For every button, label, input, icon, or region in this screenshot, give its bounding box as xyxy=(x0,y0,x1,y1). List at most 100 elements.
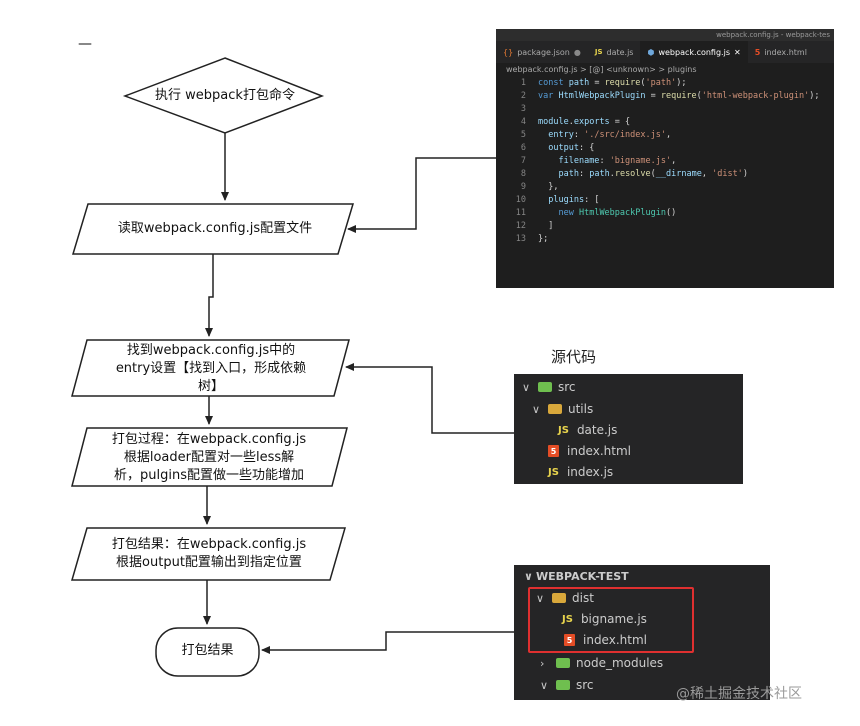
html-icon: 5 xyxy=(548,445,559,457)
tree-item-index-html[interactable]: 5 index.html xyxy=(548,441,631,461)
arrow-editor-step1 xyxy=(347,157,496,233)
highlight-box xyxy=(528,587,694,653)
step3-label: 打包过程：在webpack.config.js 根据loader配置对一些les… xyxy=(78,430,340,486)
code-line: 7 filename: 'bigname.js', xyxy=(520,156,677,166)
code-line: 5 entry: './src/index.js', xyxy=(520,130,672,140)
chevron-down-icon: ∨ xyxy=(524,569,533,583)
step4-box xyxy=(71,527,346,581)
tree-item-date-js[interactable]: JS date.js xyxy=(558,420,617,440)
chevron-down-icon: ∨ xyxy=(540,678,549,692)
code-line: 12 ] xyxy=(515,221,554,231)
tree-label: bigname.js xyxy=(580,612,647,626)
src-file-tree: ∨ src ∨ utils JS date.js 5 index.html JS… xyxy=(514,374,743,484)
js-icon: JS xyxy=(558,424,569,436)
step4-label: 打包结果：在webpack.config.js 根据output配置输出到指定位… xyxy=(78,532,340,576)
tab-date-js[interactable]: JS date.js xyxy=(588,41,641,63)
step2-box xyxy=(71,339,350,397)
editor-titlebar: webpack.config.js - webpack-tes xyxy=(496,29,834,41)
tree-item-index-html[interactable]: 5 index.html xyxy=(564,630,647,650)
code-line: 3 xyxy=(520,104,526,114)
step2-line1: 找到webpack.config.js中的 xyxy=(126,343,296,358)
end-box xyxy=(155,627,260,677)
tree-item-node-modules[interactable]: › node_modules xyxy=(540,653,663,673)
tree-label: utils xyxy=(568,402,594,416)
tree-label: dist xyxy=(572,591,594,605)
project-file-tree: ∨ WEBPACK-TEST ∨ dist JS bigname.js 5 in… xyxy=(514,565,770,700)
start-label: 执行 webpack打包命令 xyxy=(155,88,295,103)
tab-webpack-config[interactable]: ⬢ webpack.config.js ✕ xyxy=(640,41,748,63)
chevron-right-icon: › xyxy=(540,656,545,670)
step3-box xyxy=(71,427,348,487)
step2-label: 找到webpack.config.js中的 entry设置【找到入口，形成依赖 … xyxy=(80,342,342,396)
folder-icon xyxy=(552,593,566,603)
dash-mark: — xyxy=(78,36,92,52)
code-line: 13}; xyxy=(515,234,549,244)
explorer-header: ∨ WEBPACK-TEST xyxy=(524,567,629,585)
tab-package-json[interactable]: {} package.json ● xyxy=(496,41,588,63)
project-title: WEBPACK-TEST xyxy=(536,569,629,583)
folder-icon xyxy=(548,404,562,414)
code-editor-screenshot: webpack.config.js - webpack-tes {} packa… xyxy=(496,29,834,288)
tab-label: webpack.config.js xyxy=(658,47,730,57)
tab-index-html[interactable]: 5 index.html xyxy=(748,41,814,63)
tree-label: index.js xyxy=(566,465,614,479)
chevron-down-icon: ∨ xyxy=(522,380,531,394)
step4-line1: 打包结果：在webpack.config.js xyxy=(111,537,307,552)
step1-box xyxy=(71,203,355,255)
step3-line3: 析，pulgins配置做一些功能增加 xyxy=(114,468,304,483)
folder-icon xyxy=(556,658,570,668)
tree-item-dist[interactable]: ∨ dist xyxy=(536,588,594,608)
code-line: 9 }, xyxy=(520,182,559,192)
chevron-down-icon: ∨ xyxy=(536,591,545,605)
tree-label: src xyxy=(558,380,576,394)
tab-label: index.html xyxy=(764,47,807,57)
tree-label: node_modules xyxy=(576,656,664,670)
html-icon: 5 xyxy=(564,634,575,646)
watermark: @稀土掘金技术社区 xyxy=(676,686,802,702)
step1-label: 读取webpack.config.js配置文件 xyxy=(117,221,313,236)
editor-tabs: {} package.json ● JS date.js ⬢ webpack.c… xyxy=(496,41,834,63)
step2-line3: 树】 xyxy=(197,379,224,394)
html-icon: 5 xyxy=(754,47,761,57)
config-icon: ⬢ xyxy=(647,47,655,57)
tree-label: date.js xyxy=(576,423,618,437)
end-label: 打包结果 xyxy=(181,643,234,658)
tree-label: src xyxy=(576,678,594,692)
modified-dot-icon: ● xyxy=(573,47,581,57)
close-icon[interactable]: ✕ xyxy=(733,47,741,57)
json-icon: {} xyxy=(503,47,514,57)
step2-line2: entry设置【找到入口，形成依赖 xyxy=(115,361,307,376)
tree-item-bigname-js[interactable]: JS bigname.js xyxy=(562,609,647,629)
tree-item-index-js[interactable]: JS index.js xyxy=(548,462,613,482)
tree-item-src[interactable]: ∨ src xyxy=(522,377,576,397)
js-icon: JS xyxy=(594,48,603,56)
arrow-srctree-step2 xyxy=(345,363,514,434)
folder-icon xyxy=(538,382,552,392)
code-line: 11 new HtmlWebpackPlugin() xyxy=(515,208,677,218)
js-icon: JS xyxy=(548,466,559,478)
tab-label: date.js xyxy=(606,47,634,57)
step4-line2: 根据output配置输出到指定位置 xyxy=(116,555,302,570)
breadcrumb: webpack.config.js > [@] <unknown> > plug… xyxy=(506,65,697,74)
code-line: 6 output: { xyxy=(520,143,595,153)
tab-label: package.json xyxy=(517,47,570,57)
tree-item-src[interactable]: ∨ src xyxy=(540,675,594,695)
code-line: 8 path: path.resolve(__dirname, 'dist') xyxy=(520,169,748,179)
tree-label: index.html xyxy=(583,633,647,647)
tree-label: index.html xyxy=(567,444,631,458)
chevron-down-icon: ∨ xyxy=(532,402,541,416)
folder-icon xyxy=(556,680,570,690)
code-line: 10 plugins: [ xyxy=(515,195,600,205)
arrow-projecttree-end xyxy=(261,631,540,654)
source-caption: 源代码 xyxy=(551,348,597,366)
arrow-step1-step2 xyxy=(205,254,214,337)
step3-line1: 打包过程：在webpack.config.js xyxy=(111,432,307,447)
step3-line2: 根据loader配置对一些less解 xyxy=(123,450,295,465)
js-icon: JS xyxy=(562,613,573,625)
tree-item-utils[interactable]: ∨ utils xyxy=(532,399,593,419)
